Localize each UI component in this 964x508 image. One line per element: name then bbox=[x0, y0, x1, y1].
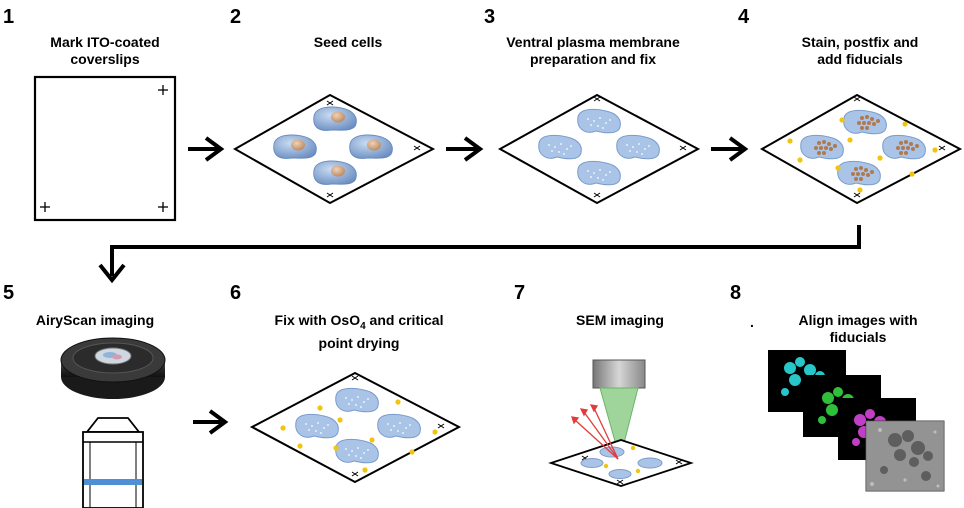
step-2-number: 2 bbox=[230, 6, 242, 28]
step-8-number: 8 bbox=[730, 282, 742, 304]
sem-illustration bbox=[548, 359, 694, 487]
step-1-number: 1 bbox=[3, 6, 15, 28]
coverslip-stained-fiducials bbox=[759, 93, 963, 205]
step-5-number: 5 bbox=[3, 282, 15, 304]
coverslip-critical-point-dried bbox=[249, 371, 462, 484]
stray-mark: . bbox=[750, 314, 754, 330]
step-5-title: AiryScan imaging bbox=[35, 312, 155, 328]
step-4-number: 4 bbox=[738, 6, 750, 28]
step-6-title: Fix with OsO4 and critical point drying bbox=[274, 312, 444, 351]
objective-lens bbox=[82, 417, 144, 508]
coverslip-seeded-cells bbox=[232, 93, 436, 205]
step-8-title: Align images with fiducials bbox=[798, 312, 918, 345]
step-7-title: SEM imaging bbox=[576, 312, 664, 328]
step-1-title: Mark ITO-coated coverslips bbox=[50, 34, 160, 67]
arrow-1-2 bbox=[188, 136, 225, 162]
step-4-title: Stain, postfix and add fiducials bbox=[801, 34, 919, 67]
step-3-number: 3 bbox=[484, 6, 496, 28]
step-3-title: Ventral plasma membrane preparation and … bbox=[506, 34, 680, 67]
arrow-2-3 bbox=[446, 136, 484, 162]
coverslip-square bbox=[33, 75, 177, 222]
coverslip-membrane-prep bbox=[497, 93, 701, 205]
arrow-5-6 bbox=[193, 409, 229, 435]
step-6-number: 6 bbox=[230, 282, 242, 304]
aligned-image-stack bbox=[768, 350, 945, 492]
step-7-number: 7 bbox=[514, 282, 526, 304]
step-2-title: Seed cells bbox=[313, 34, 383, 50]
arrow-3-4 bbox=[711, 136, 749, 162]
airyscan-stage bbox=[60, 337, 166, 399]
connector-arrow-4-5 bbox=[98, 225, 861, 284]
